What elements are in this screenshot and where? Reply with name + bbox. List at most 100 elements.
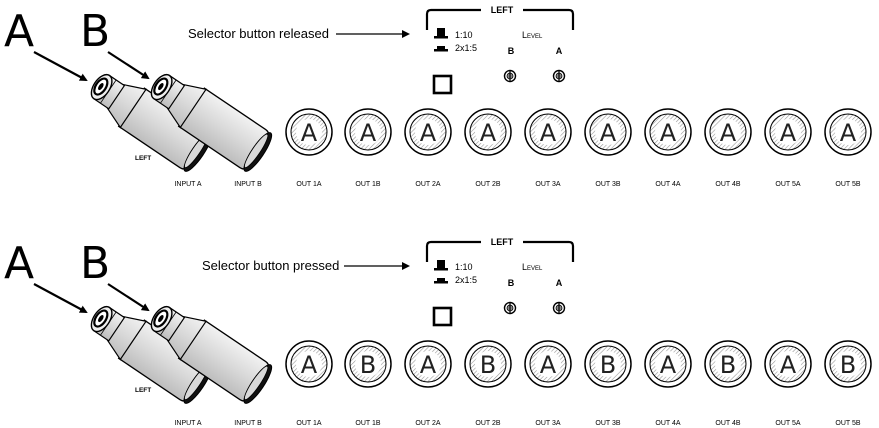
port-label: OUT 4B — [715, 420, 740, 427]
level-label: Level — [522, 262, 543, 272]
port-label: OUT 2A — [415, 420, 440, 427]
output-jack: A — [704, 108, 752, 156]
jack-letter: A — [780, 351, 797, 379]
jack-letter: B — [720, 351, 736, 379]
callout-text: Selector button released — [188, 26, 329, 41]
output-jack: B — [584, 340, 632, 388]
port-label: INPUT A — [174, 420, 201, 427]
left-label: LEFT — [135, 155, 151, 162]
pot-a-label: A — [556, 278, 563, 288]
output-jack: A — [404, 340, 452, 388]
port-label: OUT 1B — [355, 420, 380, 427]
output-jack: A — [524, 340, 572, 388]
output-jack: A — [824, 108, 872, 156]
port-label: OUT 3A — [535, 181, 560, 188]
plug-b — [150, 305, 273, 404]
pot-b-label: B — [508, 278, 515, 288]
button-up-symbol — [437, 260, 445, 268]
port-label: OUT 4B — [715, 181, 740, 188]
button-down-symbol — [437, 46, 445, 49]
output-jack: A — [644, 340, 692, 388]
port-label: OUT 3A — [535, 420, 560, 427]
output-jack: A — [285, 108, 333, 156]
output-jack: A — [764, 108, 812, 156]
jack-letter: B — [480, 351, 496, 379]
level-pot-a — [552, 69, 566, 83]
arrow-to-plug-a — [33, 283, 88, 313]
output-jack: A — [584, 108, 632, 156]
port-label: OUT 2B — [475, 181, 500, 188]
output-jack: A — [524, 108, 572, 156]
jack-letter: A — [660, 119, 677, 147]
pot-b-label: B — [508, 46, 515, 56]
port-label: INPUT A — [174, 181, 201, 188]
jack-letter: A — [420, 351, 437, 379]
arrow-to-plug-a — [33, 51, 88, 81]
jack-letter: B — [600, 351, 616, 379]
plug-label-b: B — [80, 6, 110, 57]
port-label: OUT 4A — [655, 181, 680, 188]
port-label: OUT 2B — [475, 420, 500, 427]
output-jack: B — [344, 340, 392, 388]
jack-letter: A — [480, 119, 497, 147]
panel-title: LEFT — [491, 237, 514, 247]
port-label: OUT 5A — [775, 420, 800, 427]
option-1-label: 1:10 — [455, 30, 473, 40]
output-jack: A — [344, 108, 392, 156]
port-label: OUT 1A — [296, 420, 321, 427]
output-jack: A — [404, 108, 452, 156]
jack-letter: A — [540, 119, 557, 147]
left-label: LEFT — [135, 387, 151, 394]
button-down-symbol — [437, 278, 445, 281]
arrow-to-plug-b — [107, 283, 150, 312]
port-label: OUT 1A — [296, 181, 321, 188]
output-jack: B — [824, 340, 872, 388]
port-label: INPUT B — [234, 181, 262, 188]
output-jack: B — [704, 340, 752, 388]
option-2-label: 2x1:5 — [455, 43, 477, 53]
port-label: INPUT B — [234, 420, 262, 427]
option-1-label: 1:10 — [455, 262, 473, 272]
plug-label-a: A — [4, 238, 34, 289]
port-label: OUT 3B — [595, 181, 620, 188]
plug-label-a: A — [4, 6, 34, 57]
level-label: Level — [522, 30, 543, 40]
port-label: OUT 2A — [415, 181, 440, 188]
arrow-to-plug-b — [107, 51, 150, 80]
output-jack: A — [285, 340, 333, 388]
jack-letter: A — [660, 351, 677, 379]
jack-letter: B — [840, 351, 856, 379]
pot-a-label: A — [556, 46, 563, 56]
level-pot-b — [503, 69, 517, 83]
level-pot-a — [552, 301, 566, 315]
port-label: OUT 4A — [655, 420, 680, 427]
port-label: OUT 5B — [835, 181, 860, 188]
jack-letter: A — [301, 119, 318, 147]
jack-letter: B — [360, 351, 376, 379]
plug-label-b: B — [80, 238, 110, 289]
callout-text: Selector button pressed — [202, 258, 339, 273]
output-jack: A — [764, 340, 812, 388]
plug-b — [150, 73, 273, 172]
output-jack: B — [464, 340, 512, 388]
jack-letter: A — [420, 119, 437, 147]
jack-letter: A — [720, 119, 737, 147]
panel-title: LEFT — [491, 5, 514, 15]
plug-a — [90, 73, 213, 172]
selector-button — [432, 306, 453, 327]
jack-letter: A — [540, 351, 557, 379]
jack-letter: A — [600, 119, 617, 147]
port-label: OUT 5B — [835, 420, 860, 427]
jack-letter: A — [301, 351, 318, 379]
button-up-symbol — [437, 28, 445, 36]
output-jack: A — [464, 108, 512, 156]
jack-letter: A — [360, 119, 377, 147]
jack-letter: A — [780, 119, 797, 147]
level-pot-b — [503, 301, 517, 315]
option-2-label: 2x1:5 — [455, 275, 477, 285]
